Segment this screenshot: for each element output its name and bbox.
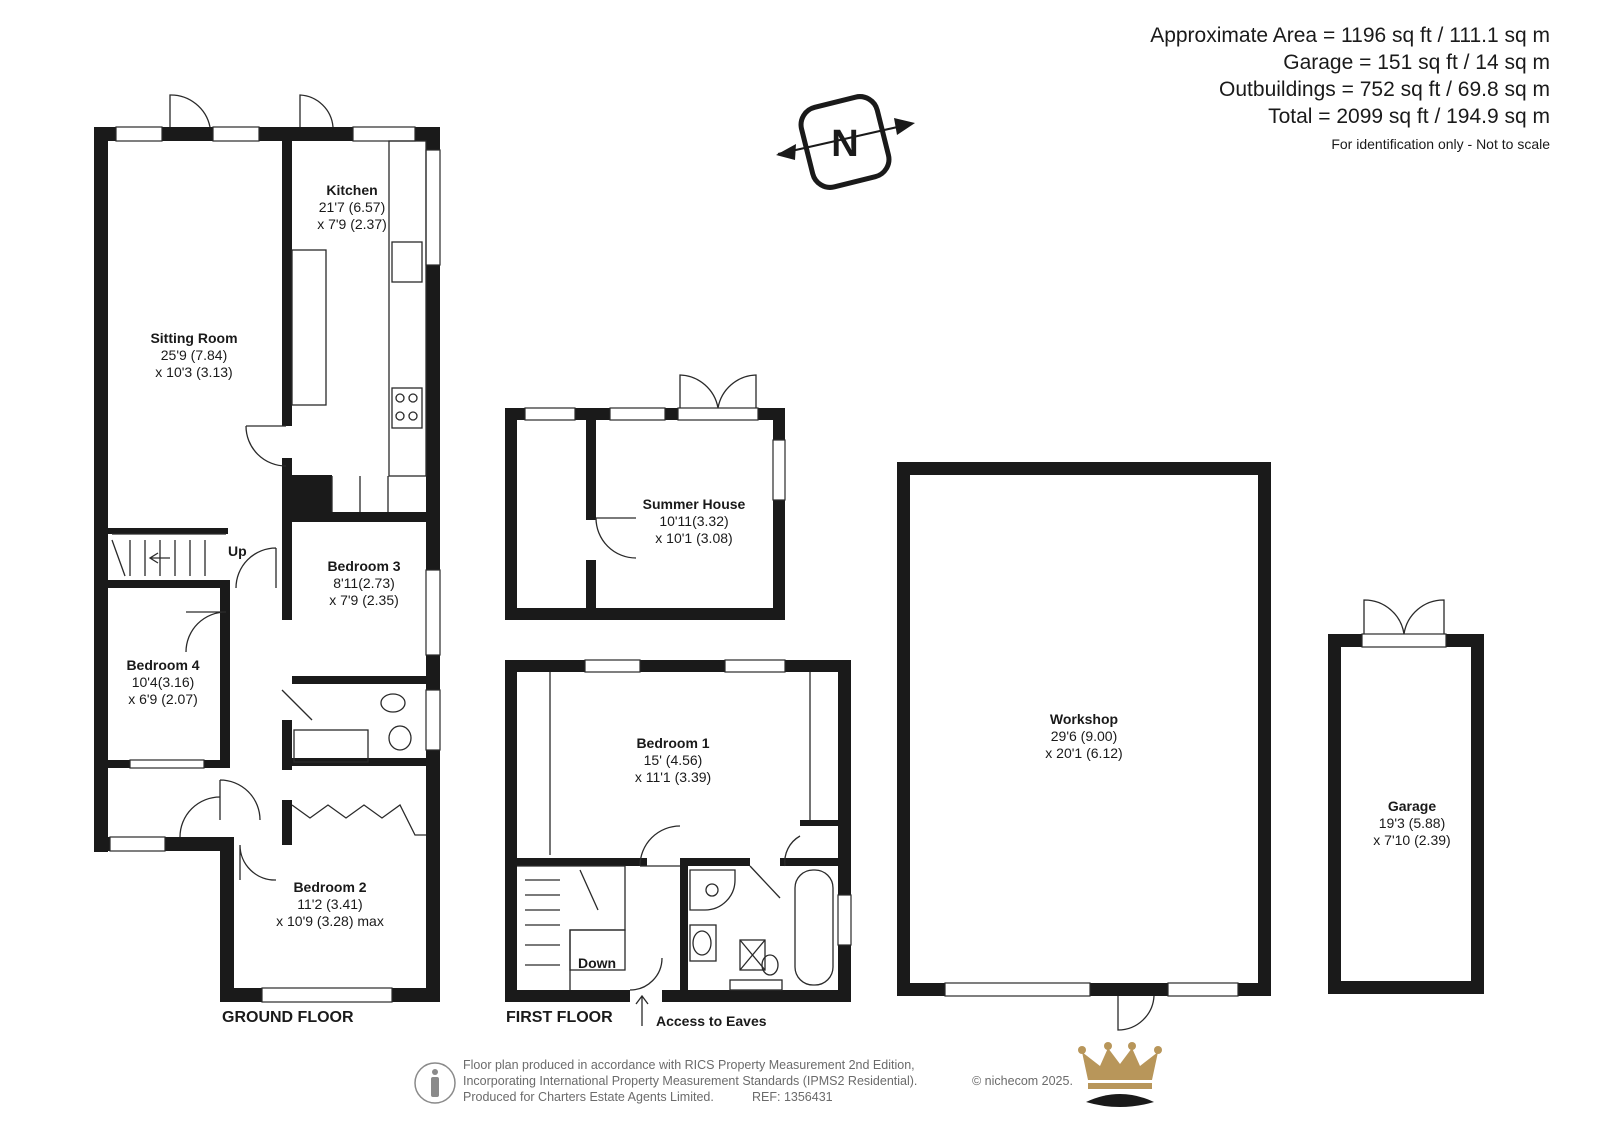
- person-scale-icon: [414, 1062, 456, 1104]
- footer-line1: Floor plan produced in accordance with R…: [463, 1058, 915, 1072]
- svg-text:x 7'9 (2.37): x 7'9 (2.37): [317, 216, 387, 232]
- svg-text:Summer House: Summer House: [643, 496, 746, 512]
- room-summer-house-label: Summer House 10'11(3.32) x 10'1 (3.08): [643, 496, 746, 546]
- outbuildings-area: Outbuildings = 752 sq ft / 69.8 sq m: [1219, 78, 1550, 101]
- compass-north-icon: N: [776, 94, 915, 190]
- svg-text:x 11'1 (3.39): x 11'1 (3.39): [635, 769, 711, 785]
- summer-house-plan: [505, 374, 786, 620]
- crown-logo-icon: [1078, 1042, 1162, 1107]
- ground-floor-label: GROUND FLOOR: [222, 1009, 354, 1026]
- svg-text:x 10'3 (3.13): x 10'3 (3.13): [155, 364, 232, 380]
- room-bedroom4-label: Bedroom 4 10'4(3.16) x 6'9 (2.07): [126, 657, 199, 707]
- svg-text:Workshop: Workshop: [1050, 711, 1118, 727]
- svg-text:x 7'10 (2.39): x 7'10 (2.39): [1373, 832, 1450, 848]
- svg-text:11'2 (3.41): 11'2 (3.41): [297, 896, 362, 912]
- svg-text:29'6 (9.00): 29'6 (9.00): [1051, 728, 1118, 744]
- footer-copyright: © nichecom 2025.: [972, 1074, 1073, 1088]
- disclaimer: For identification only - Not to scale: [1331, 136, 1550, 152]
- svg-text:x 20'1 (6.12): x 20'1 (6.12): [1045, 745, 1122, 761]
- footer-line2: Incorporating International Property Mea…: [463, 1074, 917, 1088]
- svg-text:Bedroom 2: Bedroom 2: [293, 879, 366, 895]
- garage-area: Garage = 151 sq ft / 14 sq m: [1283, 51, 1550, 74]
- svg-text:21'7 (6.57): 21'7 (6.57): [319, 199, 386, 215]
- first-floor-plan: [505, 659, 852, 1026]
- svg-text:Kitchen: Kitchen: [326, 182, 377, 198]
- room-workshop-label: Workshop 29'6 (9.00) x 20'1 (6.12): [1045, 711, 1122, 761]
- room-garage-label: Garage 19'3 (5.88) x 7'10 (2.39): [1373, 798, 1450, 848]
- svg-text:Bedroom 3: Bedroom 3: [327, 558, 400, 574]
- stairs-up-label: Up: [228, 543, 247, 559]
- eaves-access-label: Access to Eaves: [656, 1013, 767, 1029]
- svg-text:Bedroom 1: Bedroom 1: [636, 735, 709, 751]
- svg-text:10'11(3.32): 10'11(3.32): [659, 513, 728, 529]
- area-summary: Approximate Area = 1196 sq ft / 111.1 sq…: [1150, 22, 1550, 154]
- total-area: Total = 2099 sq ft / 194.9 sq m: [1268, 105, 1550, 128]
- workshop-plan: [897, 462, 1271, 1031]
- room-bedroom1-label: Bedroom 1 15' (4.56) x 11'1 (3.39): [635, 735, 711, 785]
- svg-text:25'9 (7.84): 25'9 (7.84): [161, 347, 228, 363]
- first-floor-label: FIRST FLOOR: [506, 1009, 613, 1026]
- svg-text:x 10'9 (3.28) max: x 10'9 (3.28) max: [276, 913, 384, 929]
- svg-text:15' (4.56): 15' (4.56): [644, 752, 703, 768]
- footer-ref: REF: 1356431: [752, 1090, 833, 1104]
- room-bedroom3-label: Bedroom 3 8'11(2.73) x 7'9 (2.35): [327, 558, 400, 608]
- ground-floor-plan: [94, 94, 441, 1003]
- svg-text:Sitting Room: Sitting Room: [150, 330, 237, 346]
- svg-text:8'11(2.73): 8'11(2.73): [333, 575, 395, 591]
- svg-text:Garage: Garage: [1388, 798, 1436, 814]
- stairs-down-label: Down: [578, 955, 616, 971]
- svg-text:19'3 (5.88): 19'3 (5.88): [1379, 815, 1446, 831]
- footer-line3: Produced for Charters Estate Agents Limi…: [463, 1090, 714, 1104]
- svg-text:10'4(3.16): 10'4(3.16): [132, 674, 195, 690]
- svg-text:x 6'9 (2.07): x 6'9 (2.07): [128, 691, 198, 707]
- room-sitting-label: Sitting Room 25'9 (7.84) x 10'3 (3.13): [150, 330, 237, 380]
- svg-text:Bedroom 4: Bedroom 4: [126, 657, 199, 673]
- compass-letter: N: [831, 123, 858, 165]
- room-bedroom2-label: Bedroom 2 11'2 (3.41) x 10'9 (3.28) max: [276, 879, 384, 929]
- garage-plan: [1328, 599, 1484, 994]
- svg-text:x 10'1 (3.08): x 10'1 (3.08): [655, 530, 732, 546]
- approximate-area: Approximate Area = 1196 sq ft / 111.1 sq…: [1150, 24, 1550, 47]
- room-kitchen-label: Kitchen 21'7 (6.57) x 7'9 (2.37): [317, 182, 387, 232]
- svg-text:x 7'9 (2.35): x 7'9 (2.35): [329, 592, 399, 608]
